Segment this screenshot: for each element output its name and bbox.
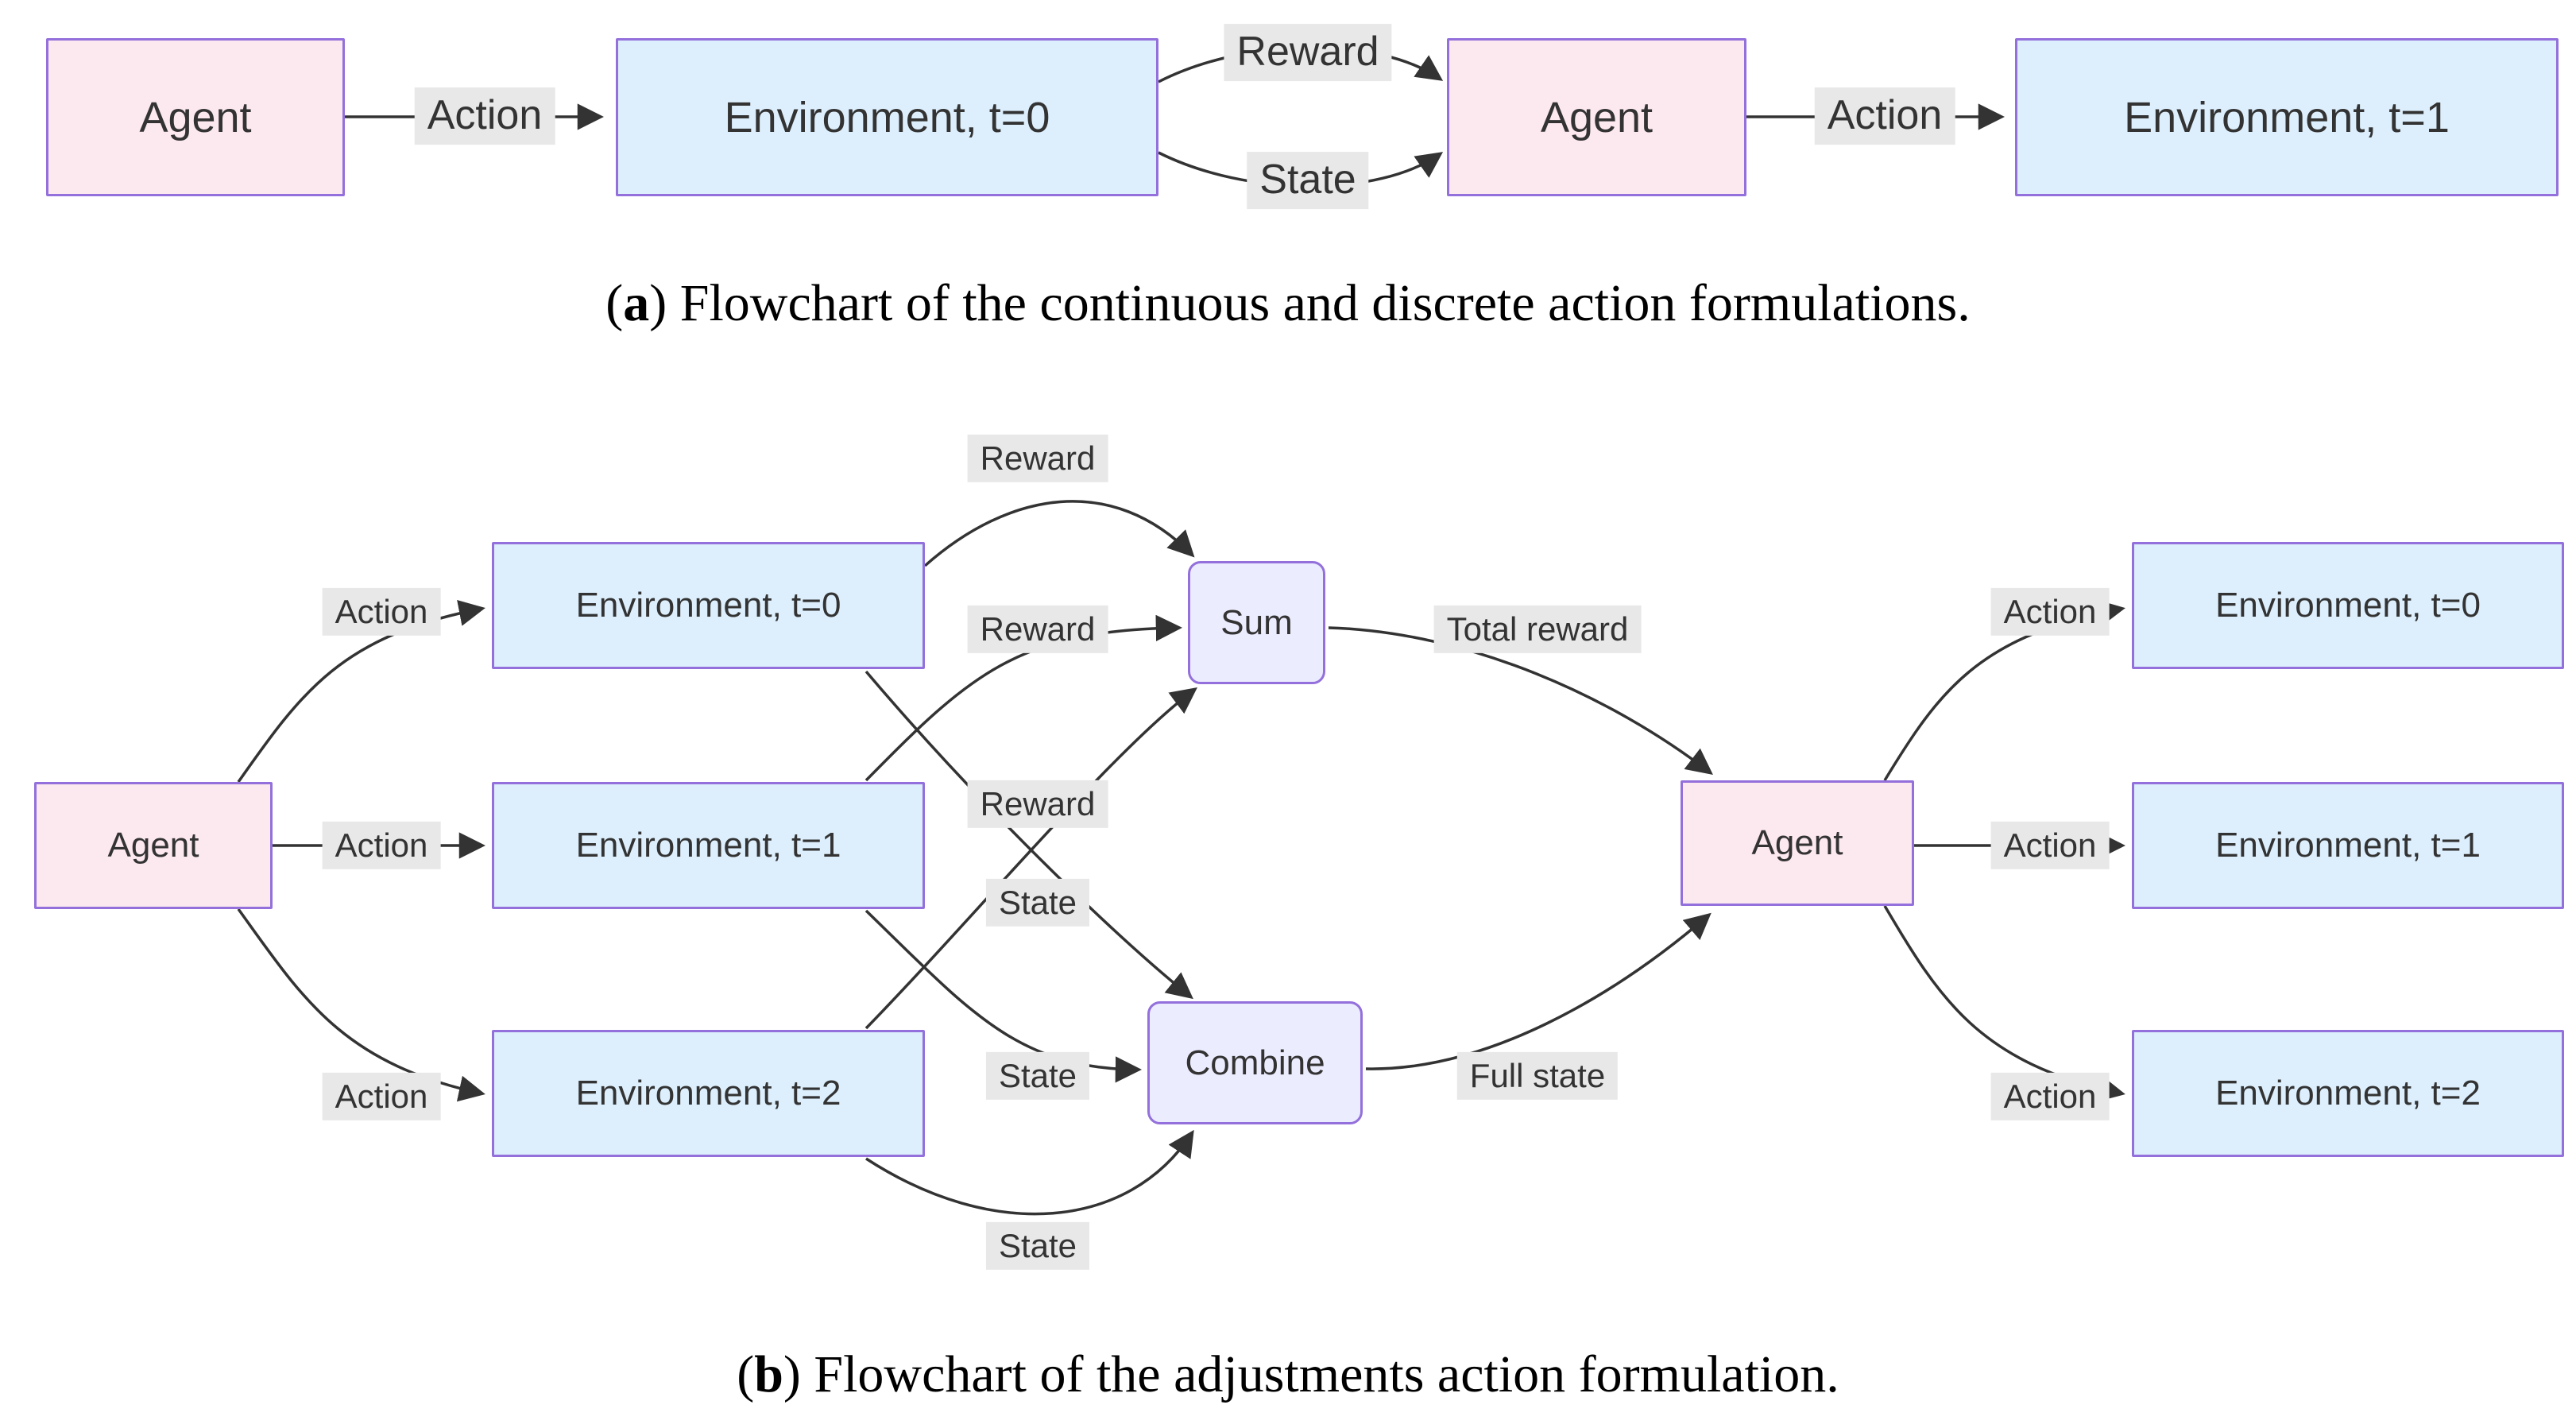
edge-b-sum-agentr: [1328, 626, 1713, 776]
caption-a-rest: ) Flowchart of the continuous and discre…: [649, 274, 1971, 332]
b-action-left-label-1: Action: [322, 821, 441, 870]
b-agent-left: Agent: [34, 782, 273, 909]
caption-a-letter: a: [623, 274, 650, 332]
caption-a-open: (: [605, 274, 624, 332]
b-action-right-label-0: Action: [1990, 587, 2110, 637]
b-env-left-t0: Environment, t=0: [492, 542, 925, 669]
b-reward-label-2: Reward: [967, 780, 1108, 829]
b-sum-node: Sum: [1188, 561, 1325, 684]
a-agent-2: Agent: [1447, 38, 1746, 196]
b-reward-label-0: Reward: [967, 434, 1108, 483]
b-env-right-t2: Environment, t=2: [2132, 1030, 2564, 1157]
edge-b-combine-agentr: [1365, 912, 1712, 1070]
b-combine-node: Combine: [1147, 1001, 1363, 1124]
b-action-right-label-1: Action: [1990, 821, 2110, 870]
caption-a: (a) Flowchart of the continuous and disc…: [0, 273, 2576, 334]
b-total-reward-label: Total reward: [1433, 605, 1642, 654]
b-action-right-label-2: Action: [1990, 1072, 2110, 1121]
b-state-label-2: State: [985, 1221, 1090, 1271]
b-env-right-t0: Environment, t=0: [2132, 542, 2564, 669]
edge-b-env0-sum: [923, 500, 1195, 567]
b-reward-label-1: Reward: [967, 605, 1108, 654]
a-state-label: State: [1247, 152, 1369, 209]
edge-b-env2-sum: [864, 687, 1197, 1030]
caption-b: (b) Flowchart of the adjustments action …: [0, 1345, 2576, 1405]
edge-b-env1-combine: [864, 909, 1142, 1083]
b-full-state-label: Full state: [1456, 1051, 1619, 1101]
a-env-t0: Environment, t=0: [616, 38, 1158, 196]
b-env-right-t1: Environment, t=1: [2132, 782, 2564, 909]
edge-b-env0-combine: [864, 670, 1193, 1000]
edge-b-agentr-env2: [1883, 905, 2125, 1102]
caption-b-letter: b: [754, 1345, 783, 1403]
edge-b-agentl-env2: [237, 907, 485, 1102]
b-action-left-label-0: Action: [322, 587, 441, 637]
b-state-label-0: State: [985, 878, 1090, 927]
b-env-left-t2: Environment, t=2: [492, 1030, 925, 1157]
edge-b-env1-sum: [864, 614, 1182, 782]
a-agent-1: Agent: [46, 38, 345, 196]
b-env-left-t1: Environment, t=1: [492, 782, 925, 909]
a-reward-label: Reward: [1224, 24, 1392, 81]
b-state-label-1: State: [985, 1051, 1090, 1101]
a-action-label-1: Action: [414, 87, 555, 145]
caption-b-rest: ) Flowchart of the adjustments action fo…: [783, 1345, 1839, 1403]
a-env-t1: Environment, t=1: [2015, 38, 2559, 196]
b-action-left-label-2: Action: [322, 1072, 441, 1121]
a-action-label-2: Action: [1814, 87, 1955, 145]
edge-b-env2-combine: [865, 1129, 1194, 1216]
caption-b-open: (: [737, 1345, 755, 1403]
b-agent-right: Agent: [1681, 780, 1914, 906]
